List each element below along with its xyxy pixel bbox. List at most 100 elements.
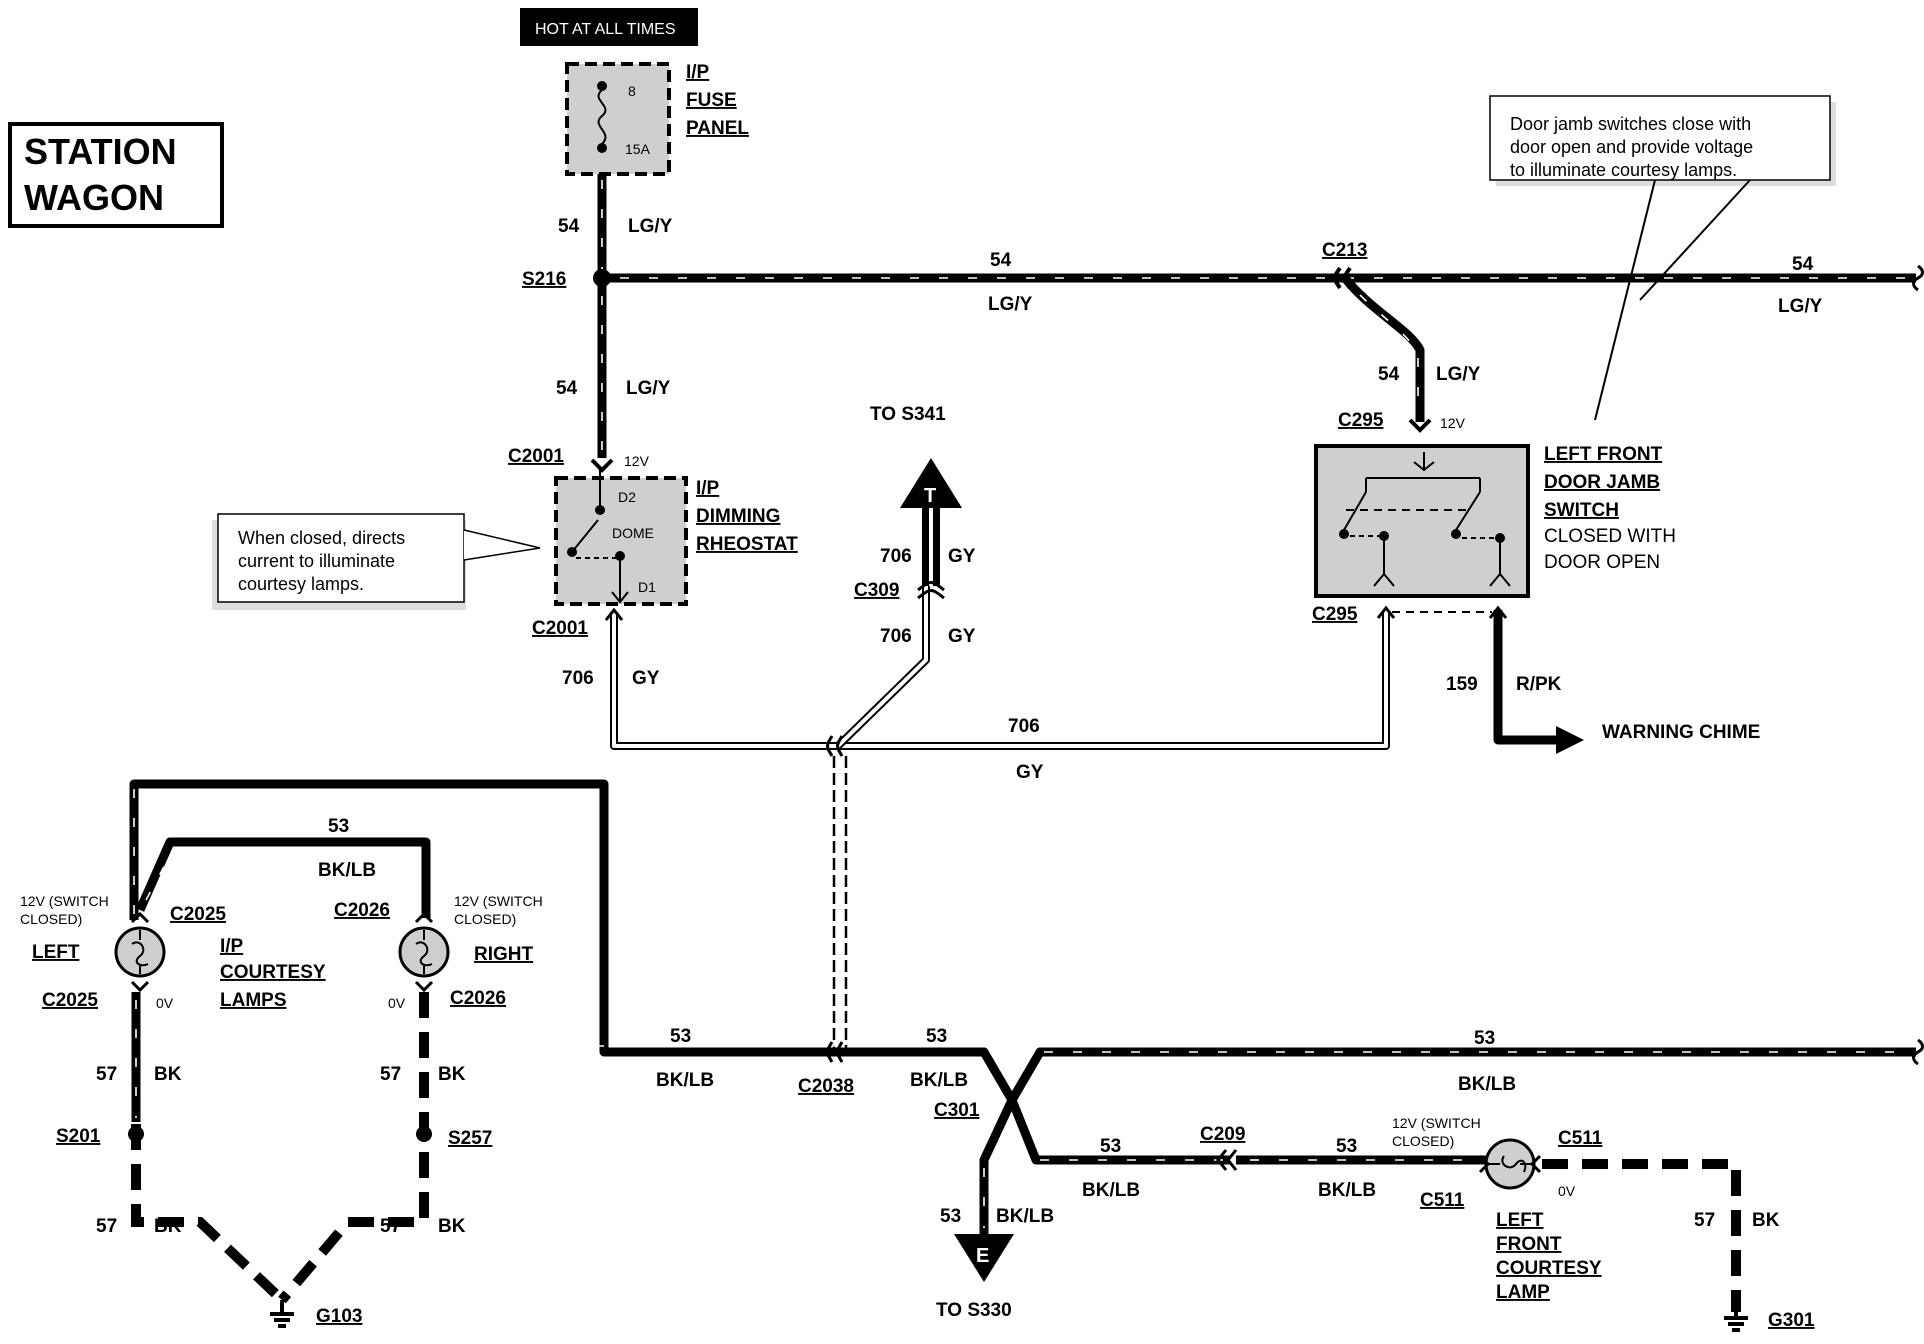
- door-switch-label-2: DOOR JAMB: [1544, 472, 1660, 493]
- wire-bk-label-c: BK: [154, 1216, 182, 1237]
- wire-54-label-c: 54: [1792, 254, 1814, 275]
- wire-lgy-label-d: LG/Y: [1436, 364, 1481, 385]
- left-lamp-switch-line-2: CLOSED): [20, 911, 82, 927]
- c2025-label-bottom: C2025: [42, 990, 98, 1011]
- wire-53-label-c: 53: [926, 1026, 947, 1047]
- rheostat-label-2: DIMMING: [696, 506, 780, 527]
- warning-chime-label: WARNING CHIME: [1602, 722, 1760, 743]
- left-front-courtesy-lamp: G301 12V (SWITCH CLOSED) C511 C511 0V LE…: [1392, 1115, 1815, 1332]
- c309-label: C309: [854, 580, 899, 601]
- wire-bk-label-e: BK: [1752, 1210, 1780, 1231]
- lf-lamp-label-1: LEFT: [1496, 1210, 1544, 1231]
- title-line-2: WAGON: [24, 177, 164, 218]
- fuse-panel: 8 15A I/P FUSE PANEL: [565, 62, 749, 176]
- left-lamp-0v: 0V: [156, 995, 174, 1011]
- wire-gy-label-d: GY: [1016, 762, 1044, 783]
- wire-lgy-label-a: LG/Y: [628, 216, 673, 237]
- rheostat-note-line-1: When closed, directs: [238, 528, 405, 548]
- fuse-panel-label-2: FUSE: [686, 90, 737, 111]
- rheostat-12v: 12V: [624, 453, 650, 469]
- lf-lamp-label-3: COURTESY: [1496, 1258, 1602, 1279]
- c2026-label-top: C2026: [334, 900, 390, 921]
- fuse-rating: 15A: [625, 141, 651, 157]
- circuit-159-wire: 159 R/PK WARNING CHIME: [1392, 605, 1760, 754]
- wire-bklb-label-f: BK/LB: [1318, 1180, 1376, 1201]
- fuse-icon: [597, 89, 607, 145]
- wire-lgy-label-e: LG/Y: [626, 378, 671, 399]
- circuit-53-wires: E 53 BK/LB 53 BK/LB C2038 53 BK/LB C301 …: [129, 779, 1924, 1321]
- wire-lgy-label-b: LG/Y: [988, 294, 1033, 315]
- right-lamp-0v: 0V: [388, 995, 406, 1011]
- wire-57-label-b: 57: [380, 1064, 401, 1085]
- circuit-706-wires: T TO S341 706 GY C309 706 GY 706 GY 706 …: [562, 404, 1396, 1050]
- terminal-t-icon: [900, 458, 962, 508]
- door-switch-12v: 12V: [1440, 415, 1466, 431]
- station-wagon-title: STATION WAGON: [8, 122, 224, 228]
- c2038-label: C2038: [798, 1076, 854, 1097]
- ip-courtesy-lamps: 12V (SWITCH CLOSED) 12V (SWITCH CLOSED) …: [20, 893, 543, 1011]
- rheostat-note-line-3: courtesy lamps.: [238, 574, 364, 594]
- wire-53-label-e: 53: [1100, 1136, 1121, 1157]
- wire-bklb-label-g: BK/LB: [996, 1206, 1054, 1227]
- left-lamp-icon: [114, 926, 166, 978]
- right-lamp-switch-line-2: CLOSED): [454, 911, 516, 927]
- wire-53-label-f: 53: [1336, 1136, 1357, 1157]
- right-lamp-label: RIGHT: [474, 944, 534, 965]
- circuit-54-wires: 54 LG/Y S216 54 LG/Y C213 54 LG/Y 54 LG/…: [522, 174, 1924, 473]
- door-switch-label-5: DOOR OPEN: [1544, 552, 1660, 573]
- wire-gy-label-a: GY: [948, 546, 976, 567]
- rheostat-switch-icon: [571, 519, 599, 553]
- fuse-number: 8: [628, 83, 636, 99]
- wire-bk-label-b: BK: [438, 1064, 466, 1085]
- wire-bklb-label-d: BK/LB: [1458, 1074, 1516, 1095]
- wire-54-label-e: 54: [556, 378, 578, 399]
- c2001-label-top: C2001: [508, 446, 564, 467]
- splice-s257-label: S257: [448, 1128, 492, 1149]
- fuse-panel-label-1: I/P: [686, 62, 710, 83]
- dimming-rheostat: D2 DOME D1 12V C2001 C2001 I/P DIMMING R…: [508, 446, 798, 639]
- lf-lamp-label-4: LAMP: [1496, 1282, 1550, 1303]
- wire-706-label-b: 706: [880, 626, 912, 647]
- wire-159-label: 159: [1446, 674, 1478, 695]
- c209-label: C209: [1200, 1124, 1245, 1145]
- wire-bklb-label-e: BK/LB: [1082, 1180, 1140, 1201]
- wire-57-label-a: 57: [96, 1064, 117, 1085]
- left-lamp-label: LEFT: [32, 942, 80, 963]
- splice-s201-dot: [128, 1126, 144, 1142]
- wire-54-label-d: 54: [1378, 364, 1400, 385]
- door-switch-label-3: SWITCH: [1544, 500, 1619, 521]
- g103-label: G103: [316, 1306, 362, 1327]
- door-switch-label-1: LEFT FRONT: [1544, 444, 1663, 465]
- rheostat-note-line-2: current to illuminate: [238, 551, 395, 571]
- rheostat-note: When closed, directs current to illumina…: [212, 513, 541, 610]
- wire-bklb-label-c: BK/LB: [910, 1070, 968, 1091]
- rheostat-label-1: I/P: [696, 478, 720, 499]
- door-jamb-note: Door jamb switches close with door open …: [1489, 95, 1836, 421]
- c295-top-arrow-icon: [1408, 418, 1432, 433]
- splice-s257-dot: [416, 1126, 432, 1142]
- wire-bk-label-d: BK: [438, 1216, 466, 1237]
- wire-57-label-c: 57: [96, 1216, 117, 1237]
- rheostat-d1: D1: [638, 579, 656, 595]
- to-s330-label: TO S330: [936, 1300, 1012, 1321]
- left-lamp-switch-line-1: 12V (SWITCH: [20, 893, 109, 909]
- lf-lamp-switch-line-2: CLOSED): [1392, 1133, 1454, 1149]
- door-switch-contact-icon: [1343, 491, 1481, 531]
- c2038-connector-icon: [826, 1041, 844, 1063]
- door-jamb-switch: 12V C295 C295 LEFT FRONT DOOR JAMB SWITC…: [1312, 410, 1676, 625]
- splice-s201-label: S201: [56, 1126, 101, 1147]
- wire-rpk-label: R/PK: [1516, 674, 1562, 695]
- wire-57-label-e: 57: [1694, 1210, 1715, 1231]
- terminal-e-icon: [954, 1234, 1014, 1282]
- door-switch-label-4: CLOSED WITH: [1544, 526, 1676, 547]
- wire-lgy-label-c: LG/Y: [1778, 296, 1823, 317]
- c2001-top-arrow-icon: [590, 458, 614, 473]
- lf-lamp-label-2: FRONT: [1496, 1234, 1562, 1255]
- wire-gy-label-b: GY: [948, 626, 976, 647]
- wire-57-label-d: 57: [380, 1216, 401, 1237]
- hot-at-all-times-banner: HOT AT ALL TIMES: [520, 8, 698, 46]
- wire-54-label-b: 54: [990, 250, 1012, 271]
- wire-bklb-label-b: BK/LB: [656, 1070, 714, 1091]
- c2001-label-bottom: C2001: [532, 618, 588, 639]
- courtesy-label-1: I/P: [220, 936, 244, 957]
